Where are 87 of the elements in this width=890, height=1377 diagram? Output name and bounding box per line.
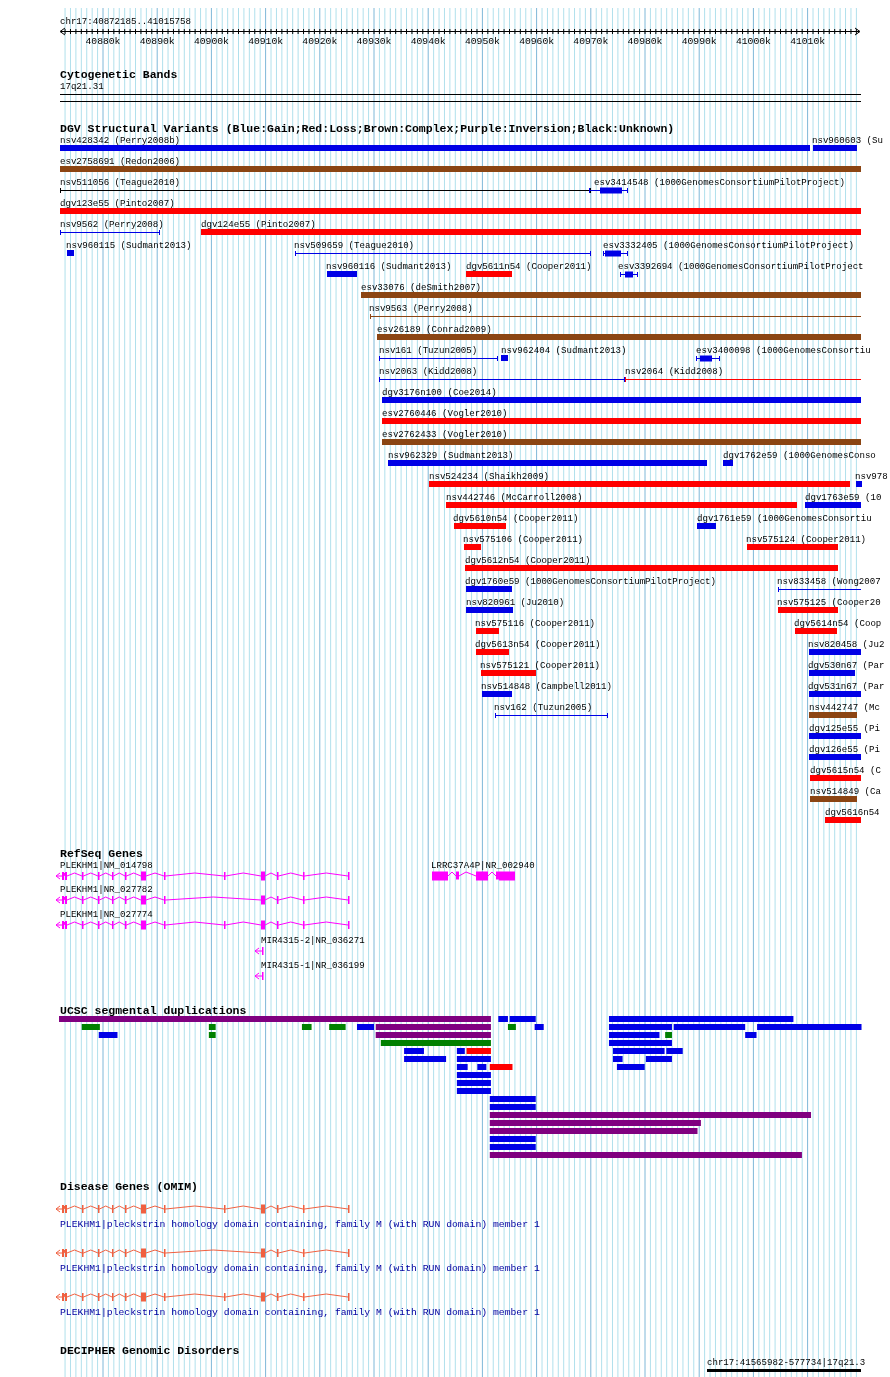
- track-title: RefSeq Genes: [60, 846, 143, 860]
- variant-label: nsv162 (Tuzun2005): [494, 701, 593, 713]
- variant-label: dgv5611n54 (Cooper2011): [466, 260, 592, 272]
- disease-gene-label: PLEKHM1|pleckstrin homology domain containing, family M (with RUN domain) member 1: [60, 1306, 540, 1318]
- variant-label: dgv1762e59 (1000GenomesConso: [723, 449, 876, 461]
- variant-label: esv26189 (Conrad2009): [377, 323, 492, 335]
- tick-label: 40990k: [681, 35, 717, 47]
- track-title: UCSC segmental duplications: [60, 1003, 247, 1017]
- variant-label: esv3392694 (1000GenomesConsortiumPilotProject: [618, 260, 864, 272]
- gene-label: PLEKHM1|NR_027774: [60, 908, 153, 920]
- gene-label: PLEKHM1|NR_027782: [60, 883, 153, 895]
- gene-label: MIR4315-1|NR_036199: [261, 959, 365, 971]
- variant-label: nsv511056 (Teague2010): [60, 176, 181, 188]
- variant-label: dgv5610n54 (Cooper2011): [453, 512, 579, 524]
- variant-label: nsv575124 (Cooper2011): [746, 533, 867, 545]
- variant-label: esv2760446 (Vogler2010): [382, 407, 508, 419]
- variant-label: nsv962329 (Sudmant2013): [388, 449, 514, 461]
- variant-label: nsv2063 (Kidd2008): [379, 365, 478, 377]
- variant-label: nsv524234 (Shaikh2009): [429, 470, 550, 482]
- gene-label: LRRC37A4P|NR_002940: [431, 859, 535, 871]
- tick-label: 40930k: [356, 35, 392, 47]
- variant-label: nsv9562 (Perry2008): [60, 218, 164, 230]
- variant-label: nsv428342 (Perry2008b): [60, 134, 181, 146]
- variant-label: esv33076 (deSmith2007): [361, 281, 482, 293]
- variant-label: nsv820961 (Ju2010): [466, 596, 565, 608]
- variant-label: nsv960115 (Sudmant2013): [66, 239, 192, 251]
- variant-label: esv2762433 (Vogler2010): [382, 428, 508, 440]
- variant-label: dgv123e55 (Pinto2007): [60, 197, 175, 209]
- variant-label: dgv5612n54 (Cooper2011): [465, 554, 591, 566]
- track-title: Disease Genes (OMIM): [60, 1179, 199, 1193]
- variant-label: dgv5616n54: [825, 806, 880, 818]
- band-label: 17q21.31: [60, 80, 104, 92]
- variant-label: dgv1760e59 (1000GenomesConsortiumPilotProject): [465, 575, 717, 587]
- variant-label: nsv978: [855, 470, 888, 482]
- variant-label: nsv509659 (Teague2010): [294, 239, 415, 251]
- variant-label: esv3414548 (1000GenomesConsortiumPilotProject): [594, 176, 846, 188]
- variant-label: dgv530n67 (Par: [808, 659, 885, 671]
- variant-label: nsv960116 (Sudmant2013): [326, 260, 452, 272]
- tick-label: 40950k: [464, 35, 500, 47]
- gene-label: PLEKHM1|NM_014798: [60, 859, 153, 871]
- variant-label: dgv3176n100 (Coe2014): [382, 386, 497, 398]
- disease-gene-label: PLEKHM1|pleckstrin homology domain containing, family M (with RUN domain) member 1: [60, 1218, 540, 1230]
- variant-label: esv2758691 (Redon2006): [60, 155, 181, 167]
- coordinate-label: chr17:41565982-577734|17q21.3: [707, 1356, 866, 1368]
- variant-label: nsv575116 (Cooper2011): [475, 617, 596, 629]
- tick-label: 40970k: [573, 35, 609, 47]
- tick-label: 40900k: [193, 35, 229, 47]
- variant-label: nsv575106 (Cooper2011): [463, 533, 584, 545]
- variant-label: nsv960603 (Su: [812, 134, 883, 146]
- track-title: DECIPHER Genomic Disorders: [60, 1343, 240, 1357]
- variant-label: dgv124e55 (Pinto2007): [201, 218, 316, 230]
- tick-label: 41010k: [790, 35, 826, 47]
- track-title: DGV Structural Variants (Blue:Gain;Red:Loss;Brown:Complex;Purple:Inversion;Black:Unknown): [60, 121, 675, 135]
- variant-label: esv3332405 (1000GenomesConsortiumPilotProject): [603, 239, 855, 251]
- variant-label: dgv126e55 (Pi: [809, 743, 880, 755]
- tick-label: 40910k: [248, 35, 284, 47]
- tick-label: 40940k: [410, 35, 446, 47]
- coordinate-label: chr17:40872185..41015758: [60, 15, 191, 27]
- tick-label: 40920k: [302, 35, 338, 47]
- gene-label: MIR4315-2|NR_036271: [261, 934, 365, 946]
- variant-label: nsv514849 (Ca: [810, 785, 881, 797]
- tick-label: 40890k: [139, 35, 175, 47]
- variant-label: nsv820458 (Ju2: [808, 638, 885, 650]
- variant-label: nsv442746 (McCarroll2008): [446, 491, 583, 503]
- variant-label: nsv575121 (Cooper2011): [480, 659, 601, 671]
- tick-label: 41000k: [735, 35, 771, 47]
- variant-label: dgv531n67 (Par: [808, 680, 885, 692]
- variant-label: dgv125e55 (Pi: [809, 722, 880, 734]
- variant-label: nsv514848 (Campbell2011): [481, 680, 612, 692]
- tick-label: 40980k: [627, 35, 663, 47]
- variant-label: nsv161 (Tuzun2005): [379, 344, 478, 356]
- variant-label: nsv575125 (Cooper20: [777, 596, 881, 608]
- tick-label: 40880k: [85, 35, 121, 47]
- variant-label: dgv5614n54 (Coop: [794, 617, 882, 629]
- variant-label: dgv1761e59 (1000GenomesConsortiu: [697, 512, 872, 524]
- variant-label: dgv5615n54 (C: [810, 764, 881, 776]
- track-title: Cytogenetic Bands: [60, 67, 178, 81]
- disease-gene-label: PLEKHM1|pleckstrin homology domain containing, family M (with RUN domain) member 1: [60, 1262, 540, 1274]
- variant-label: nsv2064 (Kidd2008): [625, 365, 724, 377]
- variant-label: nsv833458 (Wong2007: [777, 575, 881, 587]
- tick-label: 40960k: [519, 35, 555, 47]
- variant-label: nsv9563 (Perry2008): [369, 302, 473, 314]
- variant-label: esv3400098 (1000GenomesConsortiu: [696, 344, 871, 356]
- variant-label: nsv962404 (Sudmant2013): [501, 344, 627, 356]
- variant-label: nsv442747 (Mc: [809, 701, 880, 713]
- variant-label: dgv1763e59 (10: [805, 491, 882, 503]
- variant-label: dgv5613n54 (Cooper2011): [475, 638, 601, 650]
